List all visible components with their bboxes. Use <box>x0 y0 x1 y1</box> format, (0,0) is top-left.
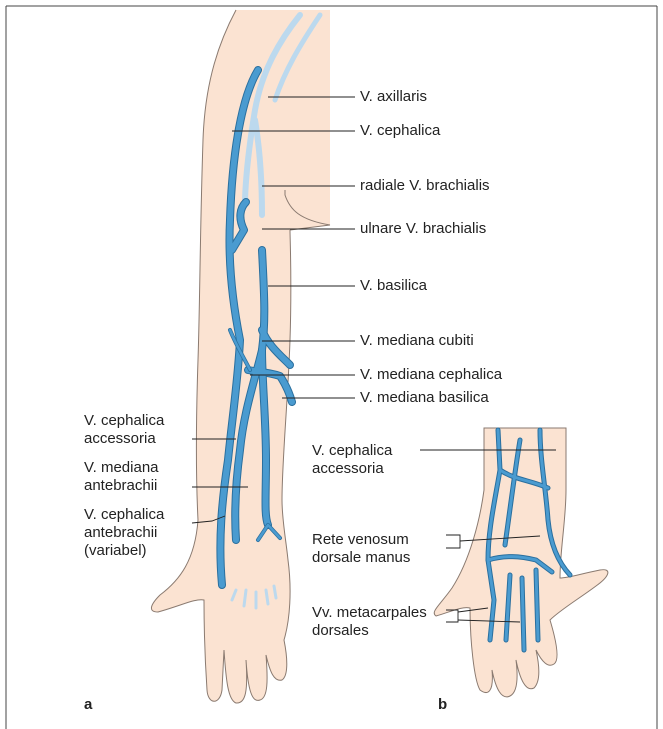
label-v-cephalica: V. cephalica <box>360 122 440 140</box>
label-b-v-cephalica-accessoria-line1: V. cephalica <box>312 442 392 460</box>
label-v-cephalica-antebrachii-line2: antebrachii <box>84 524 157 542</box>
label-vv-metacarpales-line2: dorsales <box>312 622 369 640</box>
label-vv-metacarpales-line1: Vv. metacarpales <box>312 604 427 622</box>
panel-label-b: b <box>438 696 447 714</box>
label-v-cephalica-accessoria-line2: accessoria <box>84 430 156 448</box>
label-v-basilica: V. basilica <box>360 277 427 295</box>
label-ulnare-v-brachialis: ulnare V. brachialis <box>360 220 486 238</box>
panel-label-a: a <box>84 696 92 714</box>
label-v-cephalica-antebrachii-line3: (variabel) <box>84 542 147 560</box>
label-v-mediana-cephalica: V. mediana cephalica <box>360 366 502 384</box>
label-v-mediana-antebrachii-line1: V. mediana <box>84 459 159 477</box>
label-rete-venosum-line1: Rete venosum <box>312 531 409 549</box>
label-rete-venosum-line2: dorsale manus <box>312 549 410 567</box>
label-v-mediana-cubiti: V. mediana cubiti <box>360 332 474 350</box>
label-v-cephalica-accessoria-line1: V. cephalica <box>84 412 164 430</box>
label-v-cephalica-antebrachii-line1: V. cephalica <box>84 506 164 524</box>
label-v-mediana-antebrachii-line2: antebrachii <box>84 477 157 495</box>
label-b-v-cephalica-accessoria-line2: accessoria <box>312 460 384 478</box>
label-v-axillaris: V. axillaris <box>360 88 427 106</box>
label-radiale-v-brachialis: radiale V. brachialis <box>360 177 490 195</box>
hand-skin <box>434 428 608 697</box>
label-v-mediana-basilica: V. mediana basilica <box>360 389 489 407</box>
